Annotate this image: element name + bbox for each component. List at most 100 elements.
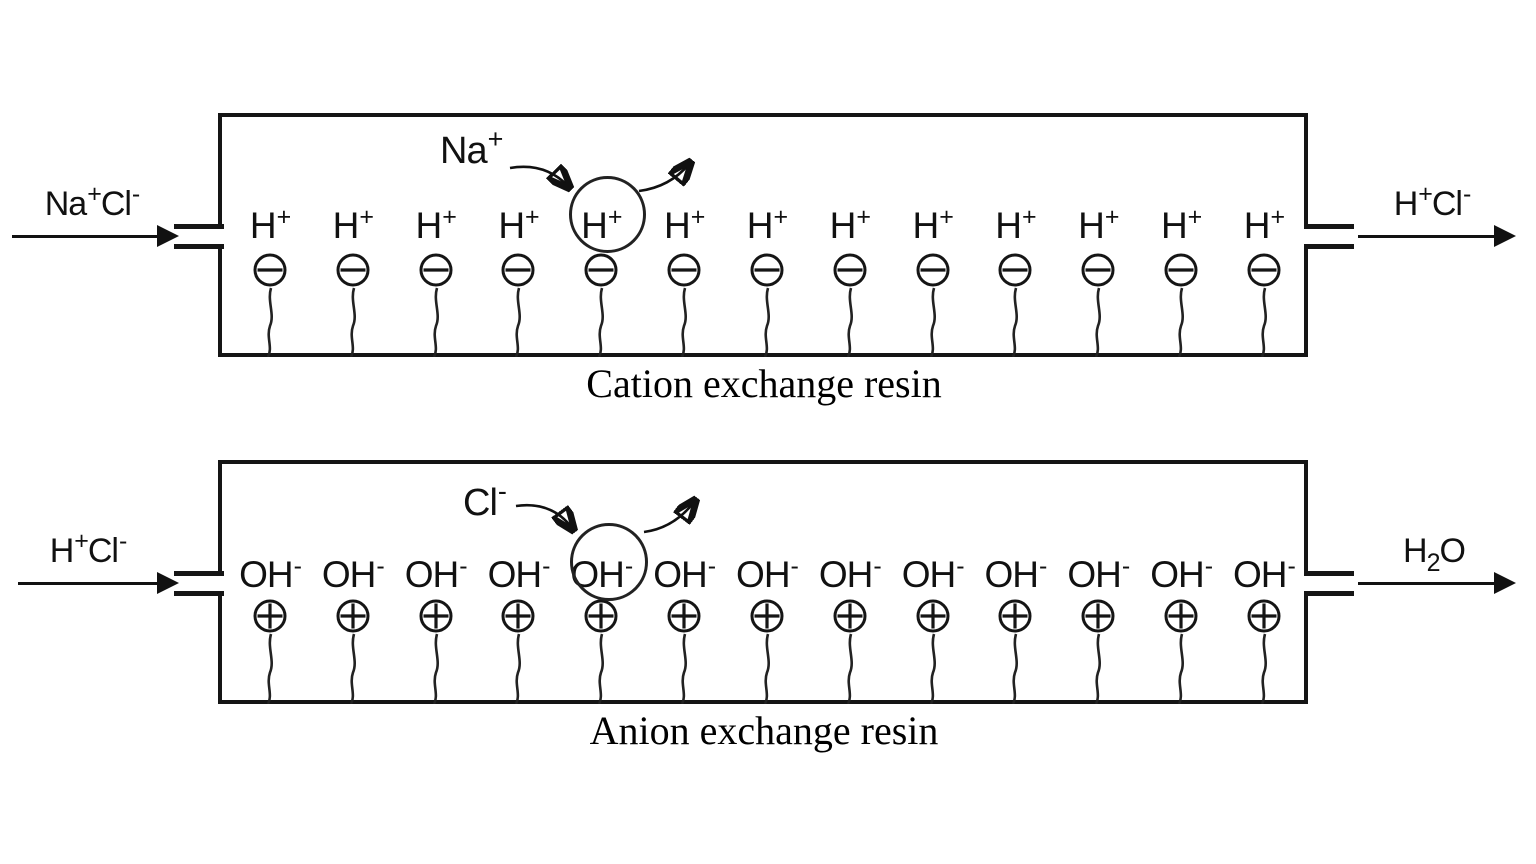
polymer-chain-tail (432, 287, 439, 357)
ion-release-arrow (643, 502, 694, 534)
polymer-chain-tail (349, 287, 356, 357)
cation-outlet-label: H+Cl- (1393, 180, 1472, 223)
polymer-chain-tail (515, 287, 522, 357)
fixed-negative-charge-icon (916, 253, 950, 287)
anion-resin-tank: OH- OH- (218, 460, 1308, 704)
fixed-negative-charge-icon (336, 253, 370, 287)
resin-site: H+ (1141, 203, 1221, 357)
resin-site: H+ (313, 203, 393, 357)
polymer-chain-tail (1260, 287, 1267, 357)
outlet-pipe-top (1304, 571, 1354, 576)
polymer-chain-tail (598, 287, 605, 357)
polymer-chain-tail (846, 633, 853, 704)
resin-site: OH- (478, 552, 558, 704)
site-ion-label: H+ (912, 203, 953, 246)
fixed-negative-charge-icon (750, 253, 784, 287)
fixed-negative-charge-icon (667, 253, 701, 287)
resin-site: OH- (1141, 552, 1221, 704)
polymer-chain-tail (598, 633, 605, 704)
polymer-chain-tail (1012, 633, 1019, 704)
resin-site: H+ (644, 203, 724, 357)
highlighted-site-circle (569, 176, 646, 253)
inlet-arrowhead-icon (157, 572, 179, 594)
polymer-chain-tail (1260, 633, 1267, 704)
site-ion-label: H+ (663, 203, 705, 246)
resin-site: OH- (644, 552, 724, 704)
site-ion-label: OH- (1233, 552, 1296, 595)
site-ion-label: OH- (736, 552, 799, 595)
fixed-negative-charge-icon (584, 253, 618, 287)
cation-resin-tank: H+ H+ (218, 113, 1308, 357)
highlighted-site-circle (570, 523, 648, 601)
inlet-wall-gap (216, 576, 226, 591)
polymer-chain-tail (1177, 633, 1185, 704)
anion-caption: Anion exchange resin (589, 708, 939, 753)
resin-site: OH- (1058, 552, 1138, 704)
outlet-flow-arrow (1358, 582, 1496, 585)
outlet-flow-arrow (1358, 235, 1496, 238)
cation-sites-row: H+ H+ (230, 203, 1304, 357)
outlet-pipe-top (1304, 224, 1354, 229)
ion-exchange-arrows (515, 480, 740, 615)
polymer-chain-tail (266, 287, 274, 357)
site-ion-label: OH- (487, 552, 551, 595)
fixed-positive-charge-icon (667, 599, 701, 633)
site-ion-label: OH- (901, 552, 965, 595)
ion-approach-arrow (515, 503, 572, 528)
site-ion-label: H+ (249, 203, 291, 246)
polymer-chain-tail (515, 633, 522, 704)
site-ion-label: H+ (1243, 203, 1285, 246)
ion-release-arrow (638, 164, 689, 193)
fixed-negative-charge-icon (419, 253, 453, 287)
polymer-chain-tail (929, 633, 936, 704)
outlet-wall-gap (1302, 576, 1312, 591)
outlet-pipe-bottom (1304, 591, 1354, 596)
fixed-positive-charge-icon (998, 599, 1032, 633)
resin-site: OH- (810, 552, 890, 704)
site-ion-label: H+ (1078, 203, 1119, 246)
resin-site: H+ (230, 203, 310, 357)
fixed-negative-charge-icon (1081, 253, 1115, 287)
incoming-chloride-ion-label: Cl- (463, 476, 507, 524)
site-ion-label: OH- (321, 552, 385, 595)
site-ion-label: OH- (239, 552, 302, 595)
outlet-pipe-bottom (1304, 244, 1354, 249)
site-ion-label: OH- (653, 552, 716, 595)
polymer-chain-tail (1095, 633, 1102, 704)
polymer-chain-tail (1012, 287, 1019, 357)
polymer-chain-tail (929, 287, 936, 357)
site-ion-label: OH- (984, 552, 1048, 595)
fixed-negative-charge-icon (998, 253, 1032, 287)
resin-site: H+ (975, 203, 1055, 357)
inlet-pipe-top (174, 571, 224, 576)
fixed-positive-charge-icon (253, 599, 287, 633)
fixed-negative-charge-icon (1164, 253, 1198, 287)
resin-site: H+ (478, 203, 558, 357)
resin-site: H+ (1058, 203, 1138, 357)
site-ion-label: H+ (332, 203, 374, 246)
polymer-chain-tail (1177, 287, 1185, 357)
anion-exchange-unit: OH- OH- (0, 460, 1536, 760)
site-ion-label: OH- (404, 552, 468, 595)
fixed-positive-charge-icon (1164, 599, 1198, 633)
inlet-pipe-bottom (174, 244, 224, 249)
inlet-flow-arrow (18, 582, 158, 585)
fixed-positive-charge-icon (1081, 599, 1115, 633)
fixed-positive-charge-icon (1247, 599, 1281, 633)
resin-site: OH- (313, 552, 393, 704)
fixed-positive-charge-icon (833, 599, 867, 633)
inlet-pipe-bottom (174, 591, 224, 596)
polymer-chain-tail (680, 287, 688, 357)
outlet-arrowhead-icon (1494, 225, 1516, 247)
ion-exchange-arrows (509, 133, 740, 268)
polymer-chain-tail (266, 633, 274, 704)
anion-inlet-label: H+Cl- (49, 527, 128, 570)
fixed-negative-charge-icon (501, 253, 535, 287)
resin-site: OH- (893, 552, 973, 704)
site-ion-label: OH- (818, 552, 882, 595)
resin-site: H+ (727, 203, 807, 357)
outlet-wall-gap (1302, 229, 1312, 244)
site-ion-label: H+ (829, 203, 871, 246)
polymer-chain-tail (846, 287, 853, 357)
